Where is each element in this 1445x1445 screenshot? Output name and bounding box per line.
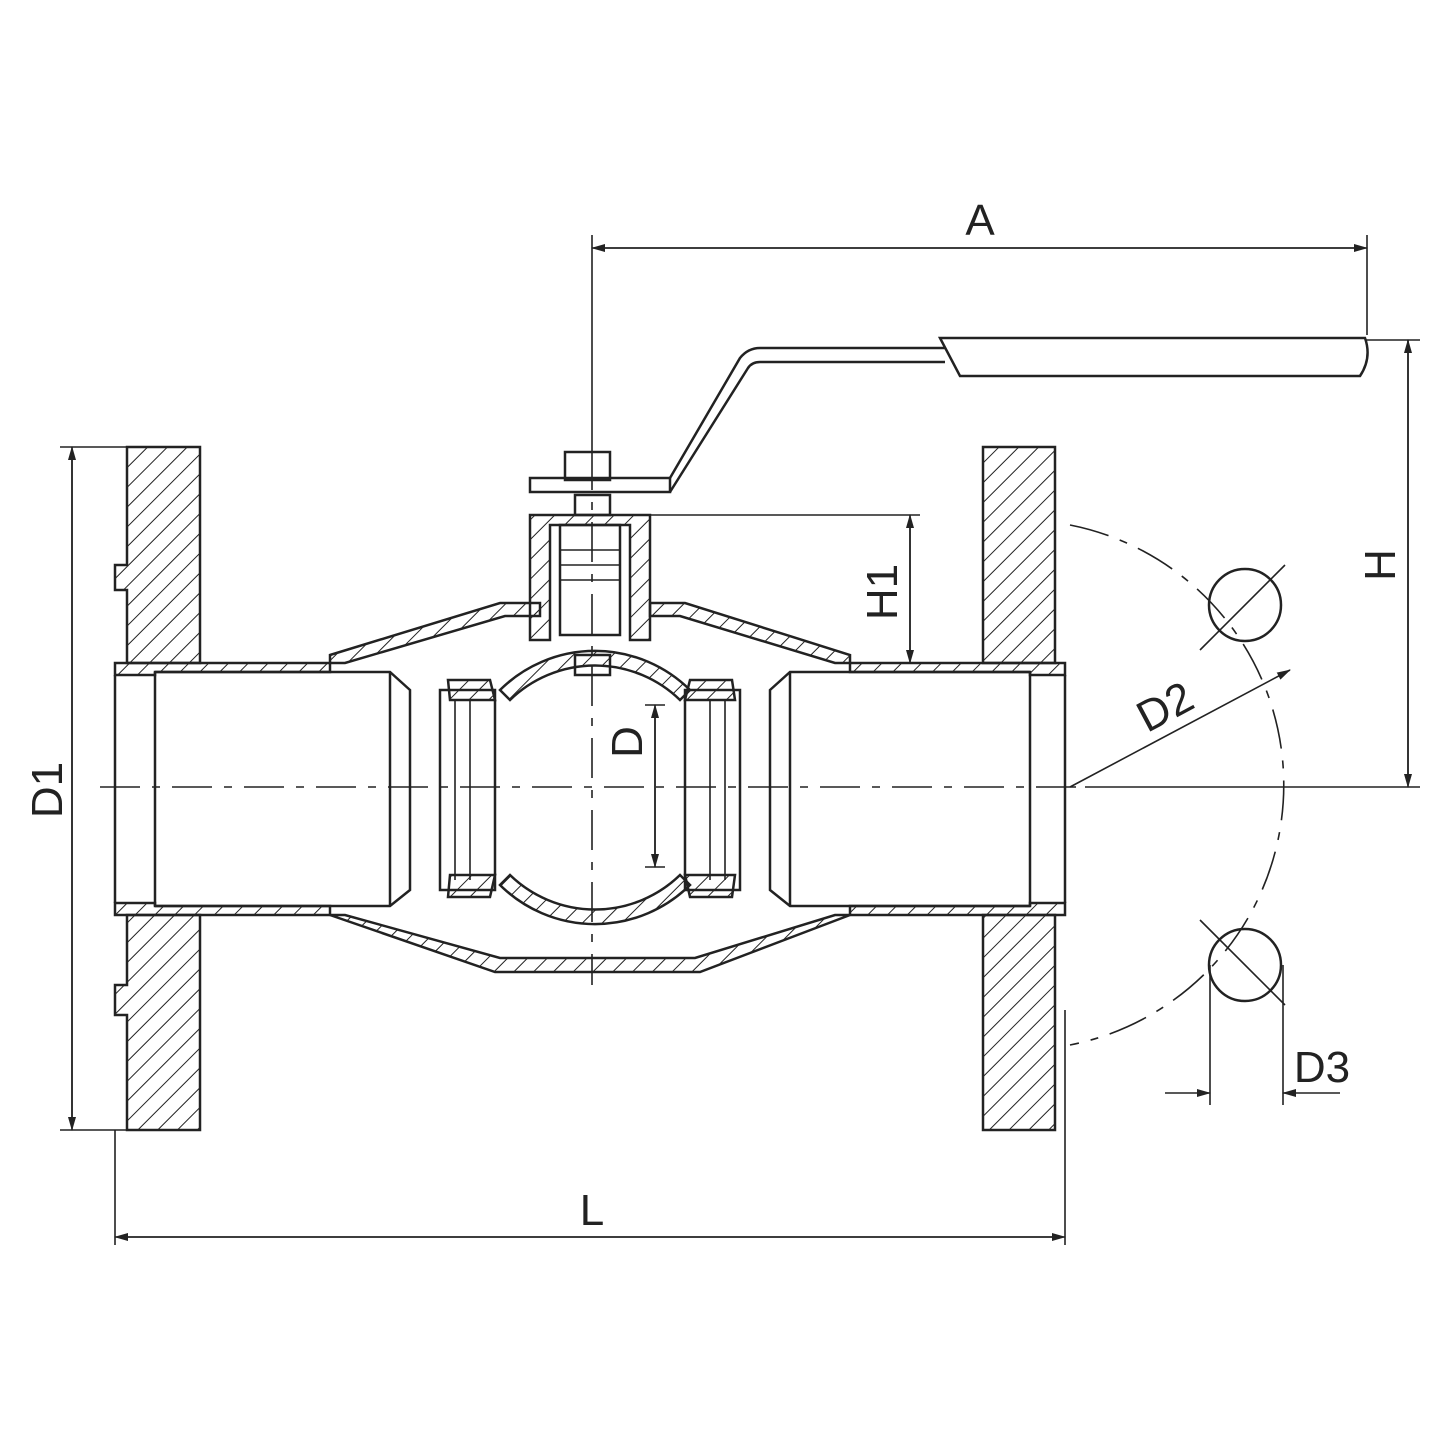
label-D: D (603, 726, 652, 758)
stem (528, 450, 652, 642)
seat-left (438, 678, 497, 899)
seat-right (683, 678, 742, 899)
valve-shell (328, 601, 852, 974)
bolt-hole-top (1207, 567, 1283, 643)
label-L: L (580, 1186, 604, 1235)
label-H1: H1 (858, 564, 907, 620)
label-H: H (1356, 549, 1405, 581)
pipe-body (113, 661, 1067, 917)
bolt-hole-bottom (1207, 927, 1283, 1003)
bolt-circle (1069, 524, 1286, 1046)
label-D1: D1 (23, 762, 72, 818)
label-A: A (965, 196, 995, 245)
dimension-lines (60, 235, 1420, 1245)
label-D3: D3 (1294, 1043, 1350, 1092)
left-flange (113, 445, 202, 1132)
handle (528, 336, 1369, 494)
right-flange (981, 445, 1057, 1132)
label-D2: D2 (1129, 672, 1202, 742)
